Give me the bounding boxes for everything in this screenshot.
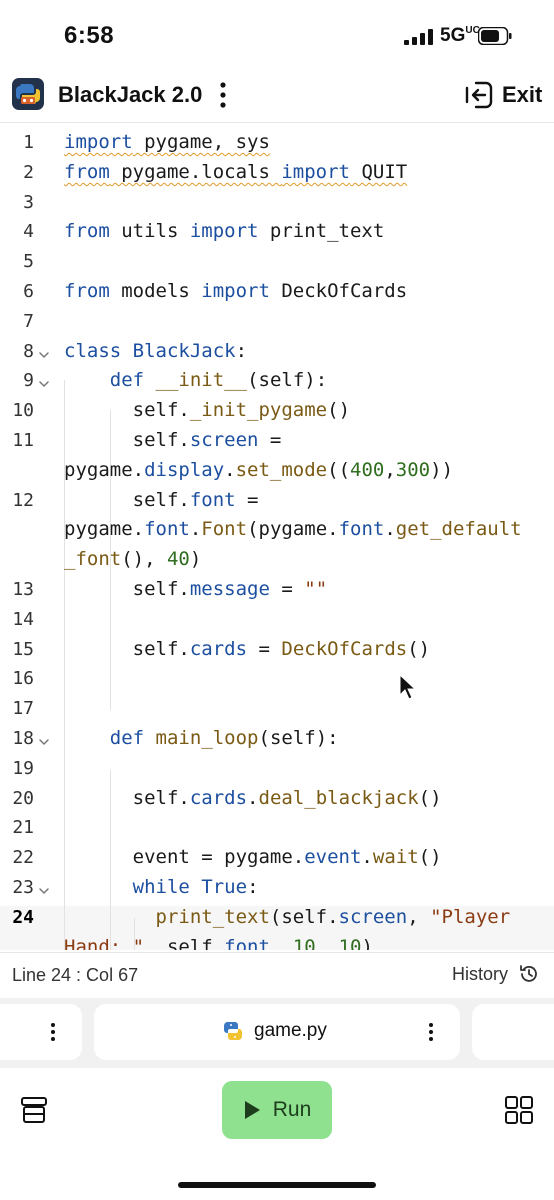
fold-chevron-icon[interactable] xyxy=(38,885,50,897)
line-number: 19 xyxy=(12,757,34,779)
history-icon xyxy=(520,965,537,982)
run-button[interactable]: Run xyxy=(222,1081,332,1139)
exit-label: Exit xyxy=(502,82,543,107)
line-number: 7 xyxy=(23,310,34,332)
line-number: 3 xyxy=(23,191,34,213)
apps-grid-icon[interactable] xyxy=(504,1095,534,1125)
editor-status-row: Line 24 : Col 67 History xyxy=(0,952,554,999)
line-number: 12 xyxy=(12,489,34,511)
app-title: BlackJack 2.0 xyxy=(58,82,203,107)
file-tab-next[interactable] xyxy=(472,1004,554,1060)
code-line[interactable]: def __init__(self): xyxy=(109,369,328,392)
indent-guide xyxy=(110,770,111,950)
code-line[interactable]: self.cards.deal_blackjack() xyxy=(64,786,442,809)
status-bar: 6:58 5GUC xyxy=(0,0,554,70)
line-number: 11 xyxy=(12,430,34,451)
code-line[interactable]: from utils import print_text xyxy=(64,220,385,243)
line-number: 21 xyxy=(12,817,34,839)
file-tab-active[interactable]: game.py xyxy=(94,1004,460,1060)
line-number: 17 xyxy=(12,698,34,720)
line-number: 10 xyxy=(12,400,34,422)
code-line[interactable]: print_text(self.screen, "Player xyxy=(155,905,511,928)
line-number: 4 xyxy=(23,221,34,243)
line-number: 23 xyxy=(12,877,34,898)
tab-filename: game.py xyxy=(254,1020,327,1041)
panels-icon[interactable] xyxy=(20,1096,48,1124)
more-options-icon[interactable] xyxy=(216,80,230,110)
line-number: 1 xyxy=(23,132,34,153)
fold-chevron-icon[interactable] xyxy=(38,349,50,361)
history-label: History xyxy=(451,963,508,984)
tab-more-icon[interactable] xyxy=(428,1022,434,1042)
code-line[interactable]: event = pygame.event.wait() xyxy=(64,846,442,869)
code-line[interactable]: def main_loop(self): xyxy=(109,727,339,749)
fold-chevron-icon[interactable] xyxy=(38,736,50,748)
code-line[interactable]: self.message = "" xyxy=(64,578,328,600)
app-header: BlackJack 2.0 Exit xyxy=(0,70,554,123)
tab-more-icon[interactable] xyxy=(50,1022,56,1042)
run-label: Run xyxy=(272,1098,312,1121)
code-line[interactable]: Hand: ", self.font, 10, 10) xyxy=(64,935,373,950)
cellular-signal-icon xyxy=(404,29,433,45)
code-line[interactable]: self.font = xyxy=(64,488,259,511)
code-line[interactable]: import pygame, sys xyxy=(64,131,270,153)
line-number: 18 xyxy=(12,728,34,749)
line-number: 8 xyxy=(23,340,34,362)
code-line[interactable]: from pygame.locals import QUIT xyxy=(64,160,408,183)
mouse-pointer-icon xyxy=(399,674,416,700)
history-button[interactable]: History xyxy=(452,963,540,985)
play-icon xyxy=(244,1101,260,1119)
exit-button[interactable]: Exit xyxy=(464,78,542,112)
code-line[interactable]: class BlackJack: xyxy=(64,339,248,362)
fold-chevron-icon[interactable] xyxy=(38,378,50,390)
status-time: 6:58 xyxy=(64,22,115,49)
line-number: 5 xyxy=(23,251,34,273)
line-number: 2 xyxy=(23,161,34,183)
code-line[interactable]: self._init_pygame() xyxy=(64,399,351,422)
code-line[interactable]: self.screen = xyxy=(64,429,282,451)
line-number: 15 xyxy=(12,638,34,660)
indent-guide xyxy=(110,410,111,710)
python-file-icon xyxy=(223,1021,243,1041)
indent-guide xyxy=(134,918,135,950)
exit-icon xyxy=(465,81,493,109)
line-number: 6 xyxy=(23,281,34,302)
line-number: 20 xyxy=(12,787,34,809)
bottom-toolbar: Run xyxy=(0,1068,554,1200)
code-line[interactable]: _font(), 40) xyxy=(64,548,202,571)
code-line[interactable]: from models import DeckOfCards xyxy=(64,280,408,302)
line-number: 13 xyxy=(12,579,34,600)
home-indicator xyxy=(178,1182,376,1188)
code-line[interactable]: while True: xyxy=(132,876,259,898)
file-tabs-bar: game.py xyxy=(0,998,554,1069)
line-number: 24 xyxy=(12,906,34,928)
line-number: 9 xyxy=(23,370,34,392)
network-type: 5GUC xyxy=(440,25,480,46)
file-tab-previous[interactable] xyxy=(0,1004,82,1060)
code-line[interactable]: pygame.font.Font(pygame.font.get_default xyxy=(64,518,522,541)
code-line[interactable]: pygame.display.set_mode((400,300)) xyxy=(64,458,454,481)
code-line[interactable]: self.cards = DeckOfCards() xyxy=(64,637,431,660)
app-logo-icon xyxy=(12,78,44,110)
battery-icon xyxy=(478,27,512,45)
cursor-position: Line 24 : Col 67 xyxy=(12,965,139,985)
line-number: 22 xyxy=(12,847,34,869)
indent-guide xyxy=(64,380,65,950)
line-number: 16 xyxy=(12,668,34,690)
line-number: 14 xyxy=(12,608,34,630)
active-line-highlight xyxy=(0,906,554,950)
code-editor[interactable]: 1 import pygame, sys 2 from pygame.locals i… xyxy=(0,124,554,950)
